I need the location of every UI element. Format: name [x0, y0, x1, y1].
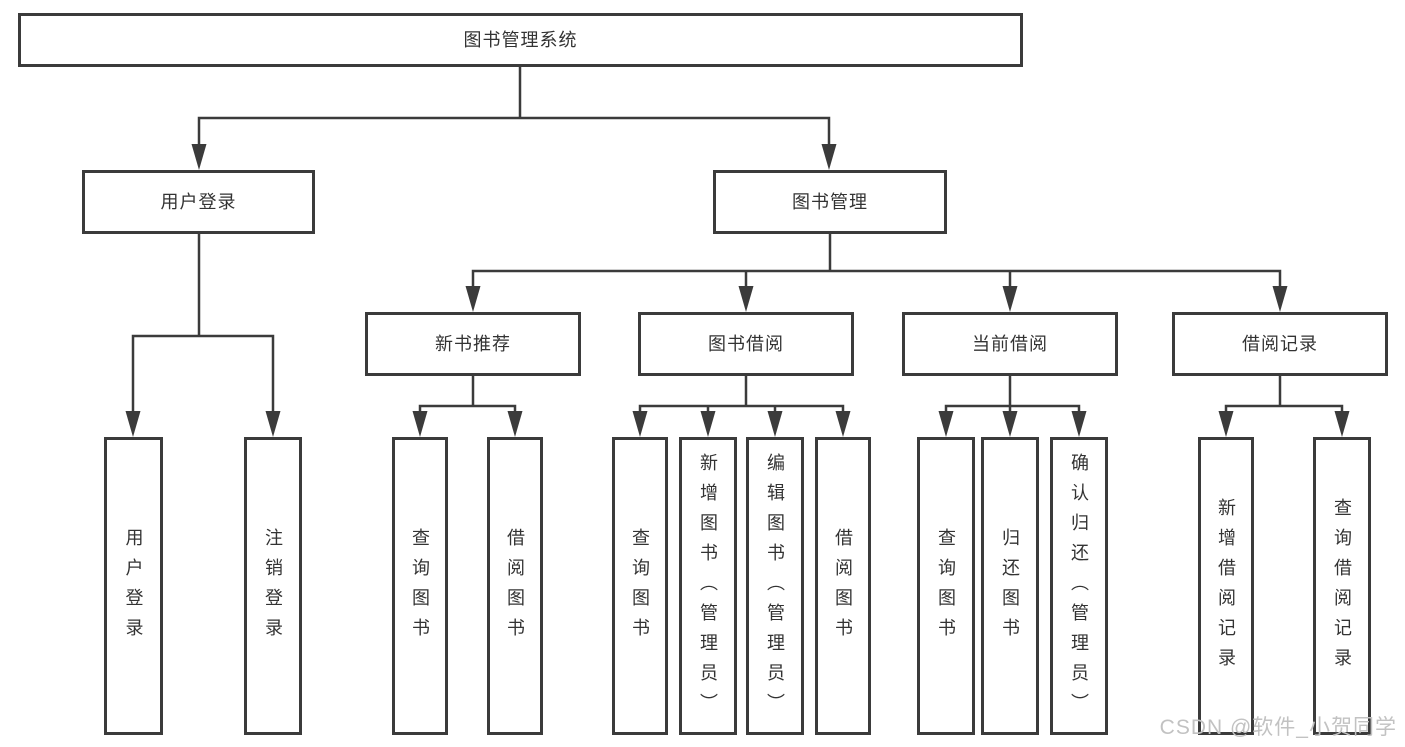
connector-user-login-group [125, 232, 281, 437]
node-current-borrow: 当前借阅 [902, 312, 1118, 376]
connector-new-book-group [412, 374, 523, 437]
leaf-borrow-book-2: 借阅图书 [815, 437, 871, 735]
leaf-query-book-2: 查询图书 [612, 437, 668, 735]
leaf-borrow-book-1: 借阅图书 [487, 437, 543, 735]
connector-current-borrow-group [938, 374, 1087, 437]
leaf-add-borrow-record: 新增借阅记录 [1198, 437, 1254, 735]
leaf-user-login: 用户登录 [104, 437, 163, 735]
connector-borrow-record-group [1218, 374, 1350, 437]
connector-root-to-level2 [191, 65, 837, 170]
leaf-logout: 注销登录 [244, 437, 302, 735]
node-book-management: 图书管理 [713, 170, 947, 234]
leaf-add-book-admin: 新增图书（管理员） [679, 437, 737, 735]
connector-book-management-to-level3 [465, 232, 1288, 312]
node-book-borrow: 图书借阅 [638, 312, 854, 376]
leaf-return-book: 归还图书 [981, 437, 1039, 735]
connector-book-borrow-group [632, 374, 851, 437]
node-library-management-system: 图书管理系统 [18, 13, 1023, 67]
csdn-watermark: CSDN @软件_小贺同学 [1159, 716, 1397, 739]
leaf-confirm-return-admin: 确认归还（管理员） [1050, 437, 1108, 735]
node-borrow-record: 借阅记录 [1172, 312, 1388, 376]
node-user-login: 用户登录 [82, 170, 315, 234]
leaf-query-book-3: 查询图书 [917, 437, 975, 735]
leaf-edit-book-admin: 编辑图书（管理员） [746, 437, 804, 735]
node-new-book-recommend: 新书推荐 [365, 312, 581, 376]
leaf-query-borrow-record: 查询借阅记录 [1313, 437, 1371, 735]
leaf-query-book-1: 查询图书 [392, 437, 448, 735]
